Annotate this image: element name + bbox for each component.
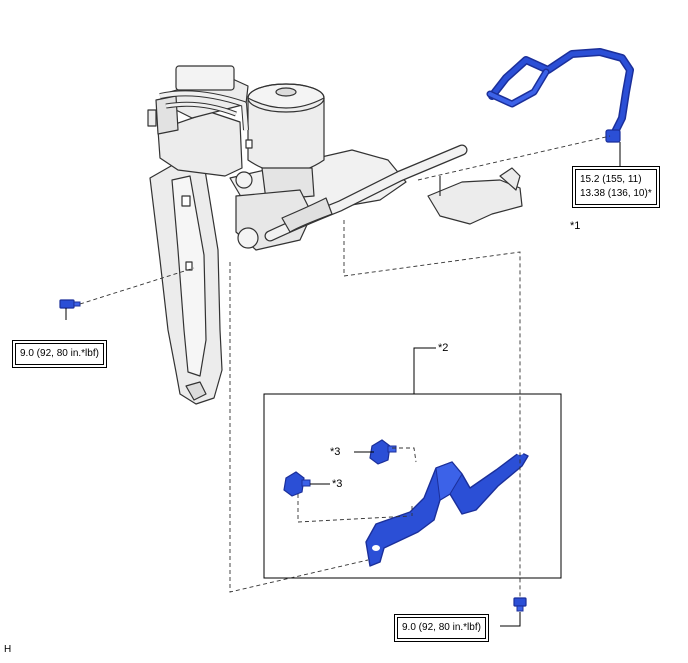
- left-bolt-torque-value: 9.0 (92, 80 in.*lbf): [15, 343, 104, 365]
- part1-fluid-pipe: [486, 48, 634, 143]
- left-bolt: [59, 299, 81, 309]
- bottom-bolt-torque-value: 9.0 (92, 80 in.*lbf): [397, 617, 486, 639]
- part3-clip-lower: [283, 471, 311, 497]
- bottom-bolt-torque-box: 9.0 (92, 80 in.*lbf): [394, 614, 489, 642]
- part3-clip-upper: [369, 439, 397, 465]
- part2-detail-box: [263, 393, 562, 579]
- left-bolt-torque-box: 9.0 (92, 80 in.*lbf): [12, 340, 107, 368]
- leader-lines: [65, 142, 621, 627]
- pipe-torque-box: 15.2 (155, 11) 13.38 (136, 10)*: [572, 166, 660, 208]
- assembly-dashed-lines: [79, 135, 611, 598]
- part2-bracket: [365, 449, 529, 567]
- callout-part3-upper: *3: [330, 446, 341, 458]
- callout-part3-lower: *3: [332, 478, 343, 490]
- callout-part1: *1: [570, 220, 581, 232]
- pedal-bracket-assembly: [147, 65, 523, 405]
- bottom-bolt: [513, 597, 527, 612]
- callout-part2: *2: [438, 342, 449, 354]
- pipe-torque-line2: 13.38 (136, 10)*: [580, 188, 652, 199]
- pipe-torque-line1: 15.2 (155, 11): [580, 174, 642, 185]
- figure-code: H: [4, 644, 12, 655]
